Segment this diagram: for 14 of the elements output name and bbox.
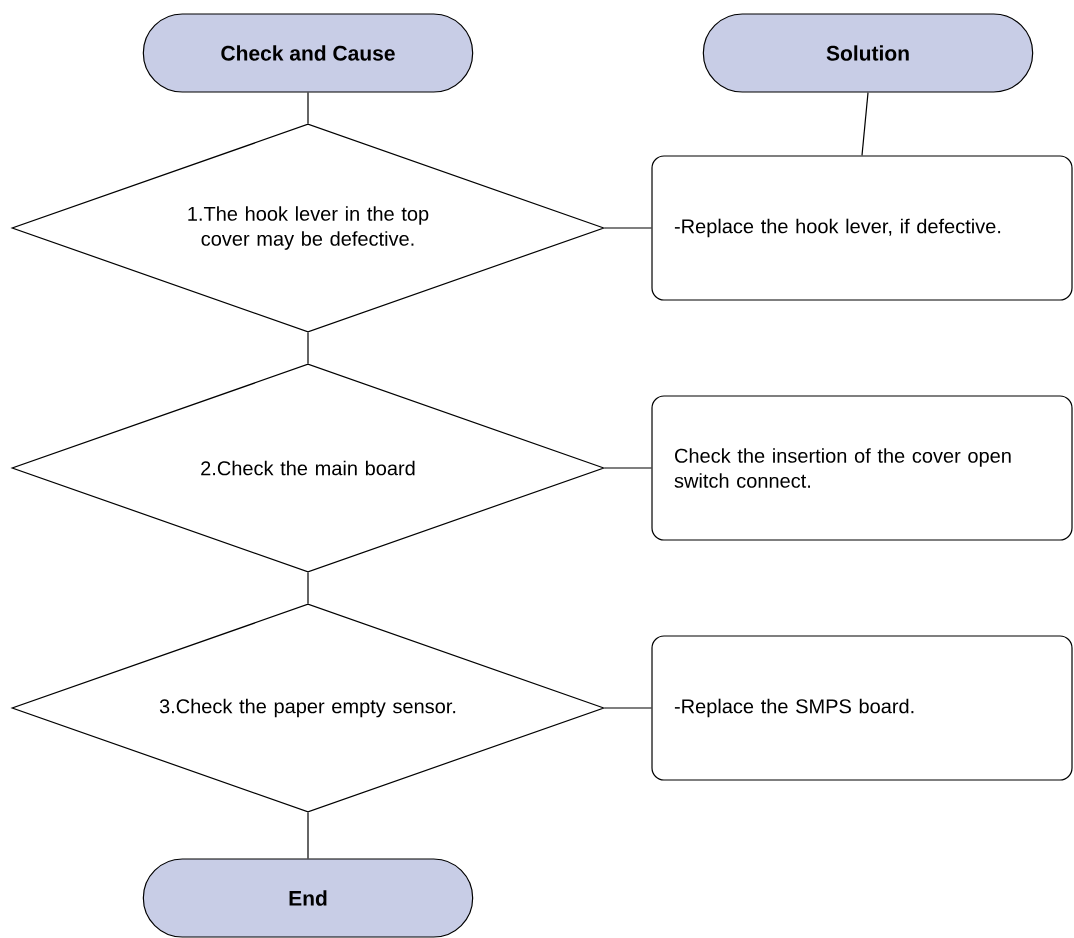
connector-line (307, 812, 309, 859)
terminal-pill: Check and Cause (142, 13, 474, 93)
connector-line (307, 332, 309, 364)
connector-line (307, 572, 309, 604)
connector-line (604, 227, 652, 229)
connector-line (861, 92, 869, 156)
terminal-pill: Solution (702, 13, 1034, 93)
connector-line (307, 92, 309, 124)
connector-line (604, 707, 652, 709)
process-box: Check the insertion of the cover open switch connect. (651, 395, 1073, 541)
connector-line (604, 467, 652, 469)
process-box: -Replace the hook lever, if defective. (651, 155, 1073, 301)
process-box: -Replace the SMPS board. (651, 635, 1073, 781)
terminal-pill: End (142, 858, 474, 938)
